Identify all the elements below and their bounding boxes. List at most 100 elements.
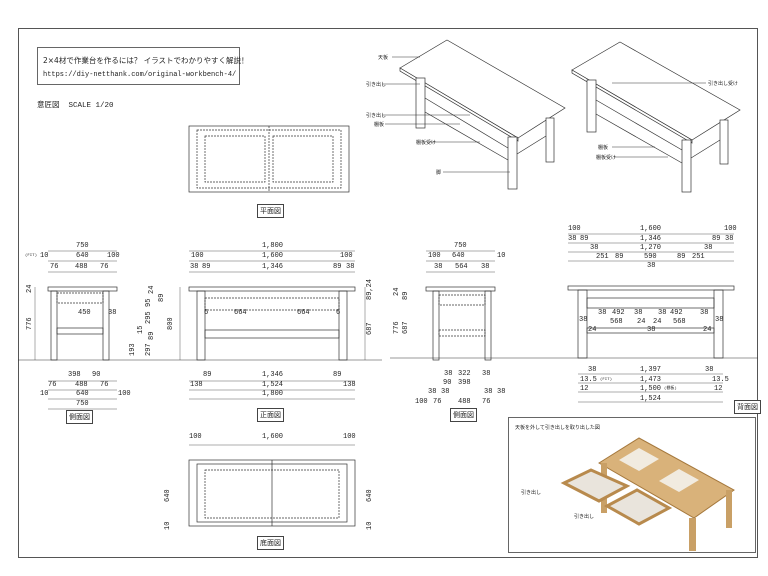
dim: 89 [402,291,410,300]
dim: 89 [202,263,211,271]
render-callout-drawer-2: 引き出し [574,514,595,520]
dim: 100 [428,252,441,260]
dim: 488 [75,381,88,389]
callout-top-board: 天板 [378,55,389,61]
dim: 38 [579,316,588,324]
dim: 322 [458,370,471,378]
dim: 38 [725,235,734,243]
dim: 1,800 [262,390,284,398]
dim: 38 [434,263,443,271]
dim-note: (FIT) [25,254,38,258]
dim: 38 [715,316,724,324]
render-panel: 天板を外して引き出しを取り出した図 引き出し 引き出し [508,417,756,553]
dim: 1,270 [640,244,662,252]
callout-drawer-rail: 引き出し受け [708,81,739,87]
dim: 138 [343,381,356,389]
dim: 38 [568,235,577,243]
dim: 10 [497,252,506,260]
view-label-back: 背面図 [734,400,761,414]
view-label-side-left: 側面図 [66,410,93,424]
dim: 38 [647,326,656,334]
workbench-render [560,437,735,551]
dim: 24 [393,287,401,296]
dim: 89 [580,235,589,243]
dim: 38 [108,309,117,317]
side-view-right-drawing [425,286,496,361]
dim: 568 [673,318,686,326]
dim: 76 [50,263,59,271]
dim-note: (棚板) [664,387,677,391]
dim: 13.5 [712,376,729,384]
dim: 38 [482,370,491,378]
dim: 750 [76,242,89,250]
dim: 13.5 [580,376,597,384]
dim: 6 [204,309,209,317]
dim: 488 [458,398,471,406]
dim: 38 [647,262,656,270]
dim: 89 [712,235,721,243]
dim: 398 [458,379,471,387]
dim: 100 [118,390,131,398]
render-caption: 天板を外して引き出しを取り出した図 [515,425,600,431]
dim: 24 [653,318,662,326]
dim: 590 [644,253,657,261]
dim: 89,24 [366,278,374,300]
dim: 38 [705,366,714,374]
dim: 100 [724,225,737,233]
isometric-view-1 [399,39,566,190]
dim: 1,346 [640,235,662,243]
dim: 95 [145,298,153,307]
dim: 38 [588,366,597,374]
dim: 38 [444,370,453,378]
dim: 12 [714,385,723,393]
side-view-left-drawing [47,286,118,361]
view-label-bottom: 底面図 [257,536,284,550]
source-url[interactable]: https://diy-netthank.com/original-workbe… [43,71,237,79]
dim: 251 [596,253,609,261]
dim: 76 [482,398,491,406]
view-label-front: 正面図 [257,408,284,422]
dim: 640 [76,252,89,260]
view-label-side-right: 側面図 [450,408,477,422]
dim: 24 [637,318,646,326]
callout-shelf: 棚板 [374,122,385,128]
dim: 776 [393,321,401,334]
title-box: 2×4材で作業台を作るには？ イラストでわかりやすく解説！ https://di… [37,47,249,85]
dim: 10 [366,521,374,530]
dim: 1,600 [640,225,662,233]
plan-view-drawing [188,125,350,193]
dim-note: (FIT) [600,378,613,382]
dim: 76 [433,398,442,406]
dim: 1,524 [640,395,662,403]
dim: 15 [137,325,145,334]
dim: 1,346 [262,371,284,379]
dim: 800 [167,317,175,330]
dim: 100 [415,398,428,406]
render-callout-drawer-1: 引き出し [521,490,542,496]
dim: 664 [234,309,247,317]
dim: 1,500 [640,385,662,393]
dim: 398 [68,371,81,379]
dim: 38 [590,244,599,252]
dim: 640 [76,390,89,398]
dim: 38 [428,388,437,396]
dim: 100 [343,433,356,441]
drawing-type: 意匠図 SCALE 1/20 [37,102,114,111]
bottom-view-drawing [188,459,356,527]
callout-drawer-1: 引き出し [366,82,387,88]
callout-shelf-b: 棚板 [598,145,609,151]
back-view-drawing [567,285,735,359]
dim: 100 [191,252,204,260]
dim: 24 [703,326,712,334]
dim: 38 [484,388,493,396]
dim: 750 [454,242,467,250]
dim: 100 [107,252,120,260]
dim: 76 [48,381,57,389]
dim: 687 [366,322,374,335]
dim: 100 [340,252,353,260]
dim: 488 [75,263,88,271]
dim: 38 [704,244,713,252]
dim: 251 [692,253,705,261]
dim: 1,600 [262,252,284,260]
